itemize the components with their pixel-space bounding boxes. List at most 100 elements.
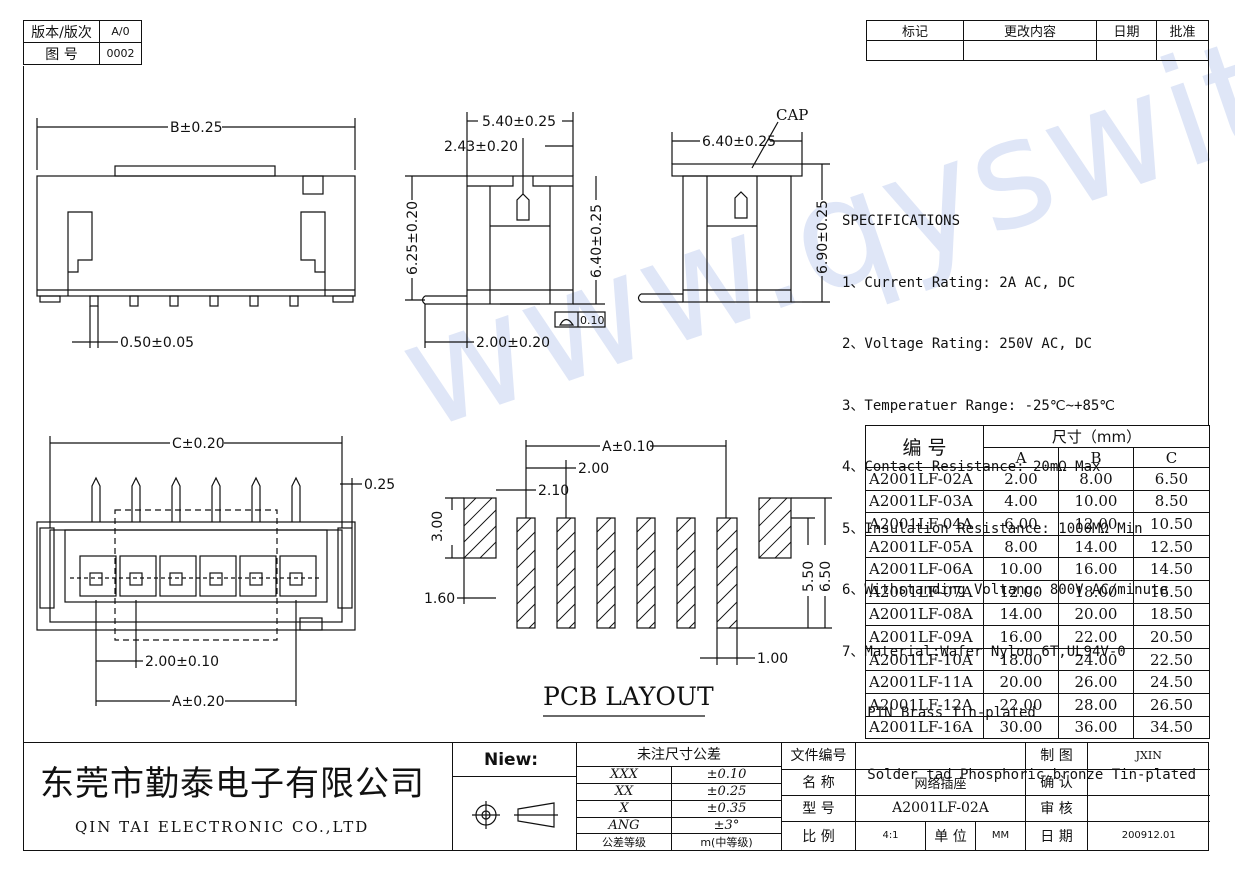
tol-value: ±0.35 [671, 799, 782, 818]
size-cell: 18.50 [1133, 602, 1210, 627]
size-code-header: 编 号 [865, 425, 984, 468]
size-cell: 22.00 [983, 692, 1059, 717]
tol-key: X [576, 799, 672, 818]
dim-2-43: 2.43±0.20 [444, 139, 518, 155]
size-cell: 24.50 [1133, 670, 1210, 694]
size-cell: 24.00 [1058, 647, 1134, 672]
size-cell: 26.00 [1058, 670, 1134, 694]
frame-right [1208, 56, 1209, 426]
dim-6-40: 6.40±0.25 [589, 204, 605, 278]
size-cell: 2.00 [983, 467, 1059, 491]
dim-c: C±0.20 [172, 436, 225, 452]
dim-cap-6-40: 6.40±0.25 [702, 134, 776, 150]
scale-label: 比 例 [781, 820, 856, 850]
date-value: 200912.01 [1087, 820, 1210, 850]
tol-key: XX [576, 782, 672, 801]
review-label: 审 核 [1025, 794, 1088, 822]
tol-header: 未注尺寸公差 [576, 742, 782, 767]
dim-pitch: 2.00±0.10 [145, 654, 219, 670]
view-divider [452, 776, 576, 777]
title-block-bottom-line [23, 850, 1209, 851]
dim-6-25: 6.25±0.20 [405, 201, 421, 275]
size-cell: 8.50 [1133, 489, 1210, 514]
spec-line: 1、Current Rating: 2A AC, DC [842, 274, 1076, 291]
pcb-dim-a: A±0.10 [602, 439, 654, 455]
company-name-en: QIN TAI ELECTRONIC CO.,LTD [75, 818, 370, 836]
pcb-dim-6-50: 6.50 [818, 561, 834, 592]
size-cell: 6.00 [983, 512, 1059, 536]
size-cell: 8.00 [983, 534, 1059, 559]
tol-key: XXX [576, 765, 672, 784]
revision-table: 标记 更改内容 日期 批准 [866, 20, 1209, 61]
drawing-views: B±0.25 0.50±0.05 5.40±0.25 2.43±0.20 6.2… [36, 106, 834, 717]
size-cell: 16.00 [983, 625, 1059, 649]
drawn-label: 制 图 [1025, 742, 1088, 770]
size-cell: 20.00 [983, 670, 1059, 694]
unit-value: MM [975, 820, 1026, 850]
name-value: 网络插座 [855, 768, 1026, 796]
dim-2-00-side: 2.00±0.20 [476, 335, 550, 351]
size-cell: 26.50 [1133, 692, 1210, 717]
cap-label: CAP [776, 106, 808, 124]
size-cell: 36.00 [1058, 715, 1134, 740]
pcb-layout-title: PCB LAYOUT [543, 682, 714, 711]
size-part-number: A2001LF-05A [865, 534, 984, 559]
pcb-dim-5-50: 5.50 [801, 561, 817, 592]
size-part-number: A2001LF-06A [865, 557, 984, 581]
size-part-number: A2001LF-04A [865, 512, 984, 536]
company-name-cn: 东莞市勤泰电子有限公司 [40, 764, 425, 804]
size-cell: 20.50 [1133, 625, 1210, 649]
pcb-dim-1-00: 1.00 [757, 651, 788, 667]
size-part-number: A2001LF-11A [865, 670, 984, 694]
size-cell: 8.00 [1058, 467, 1134, 491]
model-label: 型 号 [781, 794, 856, 822]
tol-value: ±3° [671, 816, 782, 834]
size-part-number: A2001LF-12A [865, 692, 984, 717]
tol-value: ±0.25 [671, 782, 782, 801]
spec-line: 3、Temperatuer Range: -25℃~+85℃ [842, 397, 1116, 414]
size-cell: 34.50 [1133, 715, 1210, 740]
dim-6-90: 6.90±0.25 [815, 200, 831, 274]
projection-symbol-icon [472, 801, 558, 829]
size-cell: 20.00 [1058, 602, 1134, 627]
size-part-number: A2001LF-08A [865, 602, 984, 627]
size-cell: 22.00 [1058, 625, 1134, 649]
size-cell: 14.00 [1058, 534, 1134, 559]
unit-label: 单 位 [925, 820, 976, 850]
tol-value: m(中等级) [671, 832, 782, 851]
frame-left [23, 66, 24, 742]
size-cell: 12.00 [1058, 512, 1134, 536]
date-label: 日 期 [1025, 820, 1088, 850]
size-cell: 16.50 [1133, 579, 1210, 604]
drawing-no-value: 0002 [99, 42, 142, 65]
dim-pin-width: 0.50±0.05 [120, 335, 194, 351]
pcb-dim-2-00: 2.00 [578, 461, 609, 477]
size-cell: 16.00 [1058, 557, 1134, 581]
size-cell: 10.50 [1133, 512, 1210, 536]
size-part-number: A2001LF-16A [865, 715, 984, 740]
size-part-number: A2001LF-10A [865, 647, 984, 672]
size-col-b: B [1058, 447, 1134, 468]
size-cell: 18.00 [1058, 579, 1134, 604]
doc-no-label: 文件编号 [781, 742, 856, 770]
size-cell: 28.00 [1058, 692, 1134, 717]
size-col-a: A [983, 447, 1059, 468]
name-label: 名 称 [781, 768, 856, 796]
tol-key: ANG [576, 816, 672, 834]
size-part-number: A2001LF-07A [865, 579, 984, 604]
tol-value: ±0.10 [671, 765, 782, 784]
size-cell: 4.00 [983, 489, 1059, 514]
size-header: 尺寸（mm） [983, 425, 1210, 448]
dim-0-25: 0.25 [364, 477, 395, 493]
version-label: 版本/版次 [23, 20, 100, 43]
